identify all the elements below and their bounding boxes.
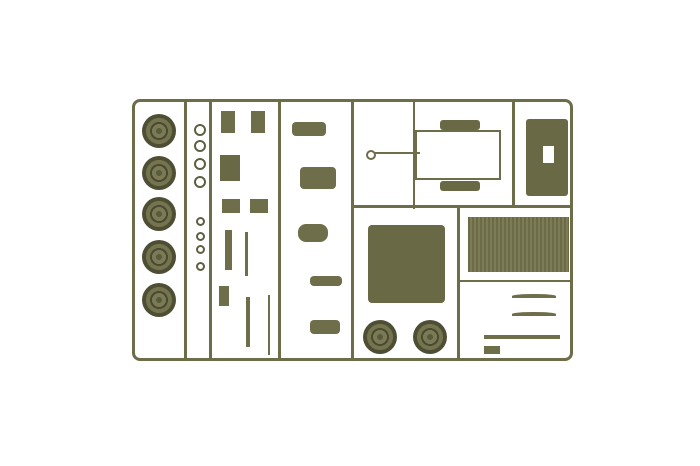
tarp-window: [543, 146, 554, 163]
shovel-part: [225, 230, 232, 270]
small-wheel-1: [363, 320, 397, 354]
sprue-frame: [132, 99, 573, 361]
trailer-bed: [468, 217, 569, 272]
ring-part: [196, 217, 205, 226]
canopy-part: [368, 225, 445, 303]
jerrycan-part: [219, 286, 229, 306]
figure-part: [300, 167, 336, 189]
ring-part: [196, 232, 205, 241]
leaf-spring: [512, 294, 556, 298]
sprue-rail-8: [460, 280, 571, 282]
leaf-spring: [512, 312, 556, 316]
wheel-4: [142, 240, 176, 274]
radio-box-part: [220, 155, 240, 181]
ring-part: [196, 262, 205, 271]
sprue-rail-1: [184, 101, 187, 359]
sprue-rail-5: [413, 101, 415, 209]
sprue-rail-2: [209, 101, 212, 359]
sprue-rail-3: [278, 101, 281, 359]
ring-part: [194, 158, 206, 170]
ring-part: [194, 140, 206, 152]
figure-part: [310, 276, 342, 286]
ring-part: [196, 245, 205, 254]
rod-part: [268, 295, 270, 355]
trailer-drawbar: [374, 152, 420, 154]
pickaxe-part: [245, 232, 248, 276]
tow-ring: [366, 150, 376, 160]
axe-part: [246, 297, 250, 347]
figure-part: [292, 122, 326, 136]
small-part: [484, 346, 500, 354]
axle-part: [484, 335, 560, 339]
figure-part: [298, 224, 328, 242]
sprue-rail-4: [351, 101, 354, 359]
sprue-rail-7: [457, 205, 460, 359]
wheel-2: [142, 156, 176, 190]
ring-part: [194, 176, 206, 188]
seat-part: [251, 111, 265, 133]
wheel-5: [142, 283, 176, 317]
plate-part: [250, 199, 268, 213]
sprue-rail-6: [353, 205, 571, 208]
sprue-rail-9: [512, 101, 515, 207]
fender-part: [440, 120, 480, 130]
ring-part: [194, 124, 206, 136]
seat-part: [221, 111, 235, 133]
trailer-frame: [415, 130, 501, 180]
small-wheel-2: [413, 320, 447, 354]
wheel-3: [142, 197, 176, 231]
fender-part: [440, 181, 480, 191]
wheel-1: [142, 114, 176, 148]
plate-part: [222, 199, 240, 213]
figure-part: [310, 320, 340, 334]
